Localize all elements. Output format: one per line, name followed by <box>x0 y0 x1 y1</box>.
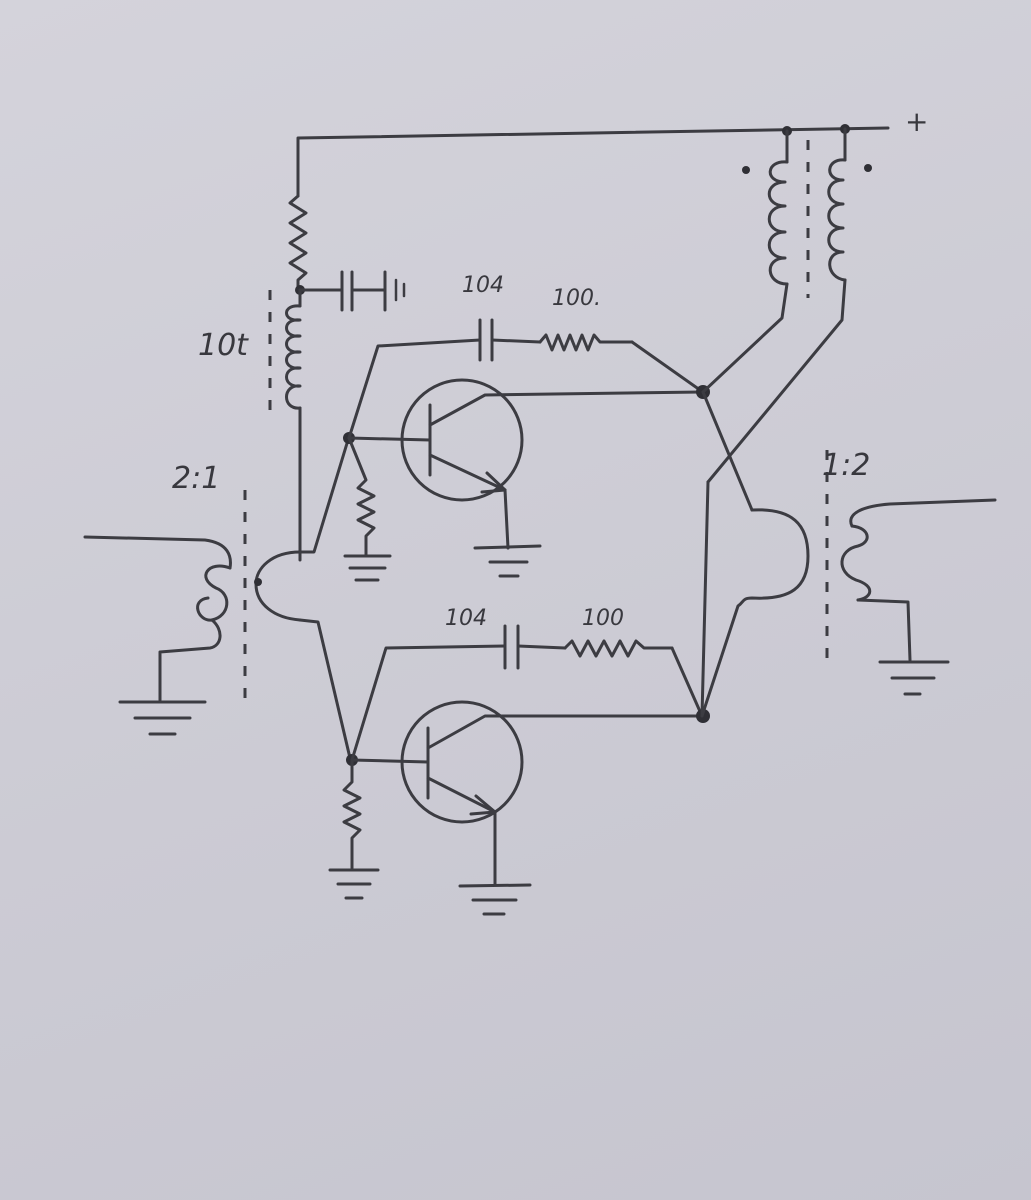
phase-dot <box>742 166 750 174</box>
lower-res-label: 100 <box>582 606 624 631</box>
upper-transistor <box>347 378 704 578</box>
input-choke: 10t <box>198 288 302 562</box>
upper-base-resistor <box>347 436 376 558</box>
upper-feedback-capacitor <box>478 318 542 362</box>
lower-feedback-capacitor <box>503 624 567 670</box>
cross-wire <box>701 390 754 512</box>
upper-feedback-wire <box>347 338 482 440</box>
upper-cap-label: 104 <box>462 273 504 298</box>
center-tap-dot <box>254 578 262 586</box>
choke-turns-label: 10t <box>198 328 249 363</box>
lower-base-resistor <box>342 758 362 870</box>
output-transformer: 1:2 <box>700 448 997 718</box>
decoupling-capacitor <box>298 270 406 312</box>
supply-plus-label: + <box>905 105 928 138</box>
phase-dot <box>864 164 872 172</box>
input-transformer: 2:1 <box>83 438 352 760</box>
drive-transformer <box>701 127 872 484</box>
bias-resistor <box>288 194 308 292</box>
output-ratio-label: 1:2 <box>822 448 870 483</box>
cross-wire <box>700 480 710 718</box>
lower-feedback-wire <box>350 644 507 762</box>
upper-res-label: 100. <box>552 286 601 311</box>
input-ratio-label: 2:1 <box>172 461 220 496</box>
lower-transistor <box>350 700 704 916</box>
lower-cap-label: 104 <box>445 606 487 631</box>
upper-feedback-resistor <box>538 333 634 352</box>
lower-feedback-resistor <box>563 639 674 658</box>
